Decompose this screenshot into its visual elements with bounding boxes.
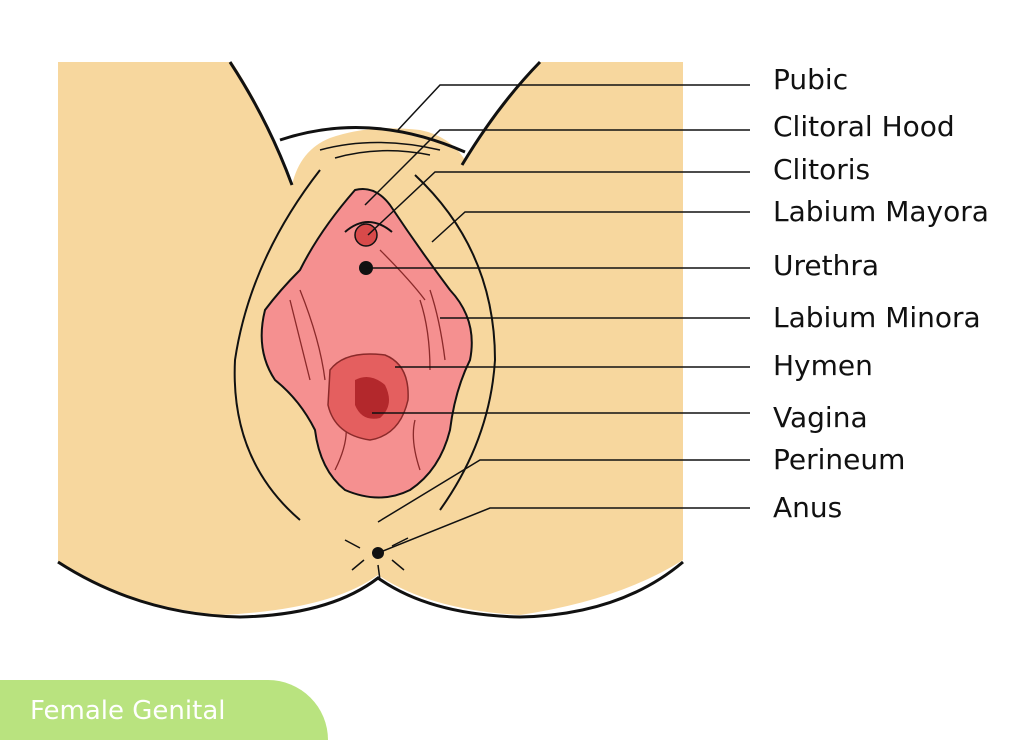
label-pubic: Pubic bbox=[773, 63, 849, 96]
label-perineum: Perineum bbox=[773, 443, 906, 476]
buttocks-outline bbox=[57, 560, 684, 619]
leader-clitoris bbox=[367, 171, 750, 236]
thigh-left-outline bbox=[228, 61, 294, 186]
title-tag-label: Female Genital bbox=[30, 696, 226, 726]
mons-outline bbox=[279, 126, 466, 154]
label-hymen: Hymen bbox=[773, 349, 873, 382]
leader-perineum bbox=[377, 459, 750, 523]
clitoral-hood bbox=[344, 221, 393, 233]
thigh-right-outline bbox=[460, 60, 542, 166]
label-vagina: Vagina bbox=[773, 401, 868, 434]
labium-majora-left bbox=[233, 169, 321, 521]
leader-clitoral-hood bbox=[364, 129, 750, 206]
label-labium-minora: Labium Minora bbox=[773, 301, 981, 334]
label-labium-mayora: Labium Mayora bbox=[773, 195, 989, 228]
title-tag: Female Genital bbox=[0, 680, 328, 740]
label-anus: Anus bbox=[773, 491, 843, 524]
labium-minora bbox=[260, 188, 473, 499]
clitoris bbox=[354, 223, 378, 247]
label-clitoral-hood: Clitoral Hood bbox=[773, 110, 955, 143]
leader-anus bbox=[377, 507, 750, 554]
leader-pubic bbox=[397, 84, 750, 131]
label-clitoris: Clitoris bbox=[773, 153, 871, 186]
leader-labium-mayora bbox=[431, 211, 750, 243]
label-urethra: Urethra bbox=[773, 249, 880, 282]
vagina-opening bbox=[355, 376, 389, 419]
